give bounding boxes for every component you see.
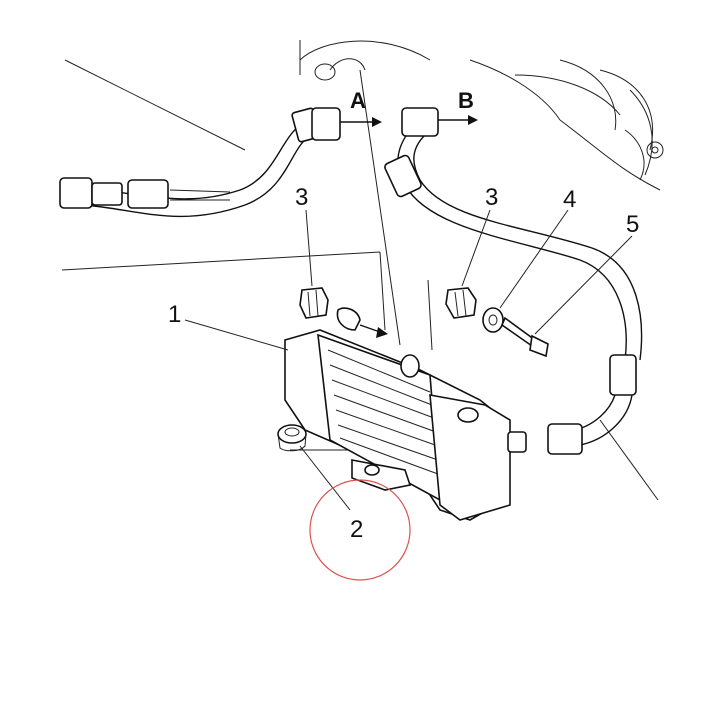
cooler-end-tank: [429, 394, 511, 521]
arrow-b-icon: [468, 115, 478, 125]
hose-b-nut-fitting-lower: [547, 423, 583, 455]
leader-lines: [61, 59, 659, 501]
callout-3-left: 3: [295, 184, 308, 211]
oil-cooler-body: [284, 329, 527, 521]
washer: [482, 307, 504, 333]
hose-b-nut-fitting: [401, 107, 439, 137]
flow-label-b: B: [458, 88, 474, 113]
hose-b-crimp-sleeve: [609, 354, 637, 396]
callout-2: 2: [350, 516, 363, 543]
hose-a-nut-fitting: [311, 107, 341, 141]
hose-a-crimp-sleeve: [127, 179, 169, 209]
spacer-tube-left: [336, 307, 361, 331]
callout-3-right: 3: [485, 184, 498, 211]
rubber-grommet-left: [299, 287, 388, 338]
callout-5: 5: [626, 211, 639, 238]
hose-a: A: [59, 88, 382, 218]
cooler-mount-hole: [400, 354, 420, 378]
highlight-circle: [309, 479, 411, 581]
rubber-grommet-right: [445, 287, 477, 319]
bottom-grommet: [277, 424, 307, 452]
arrow-a-icon: [372, 117, 382, 127]
mounting-bolt: [501, 316, 549, 358]
hose-b: B: [384, 88, 643, 455]
cooler-outlet-fitting: [507, 431, 527, 453]
callout-leaders: [184, 209, 633, 511]
callout-1: 1: [168, 301, 181, 328]
engine-background-outline: [299, 40, 664, 191]
hose-a-end-fitting: [59, 177, 93, 209]
flow-label-a: A: [350, 88, 366, 113]
callout-4: 4: [563, 186, 576, 213]
